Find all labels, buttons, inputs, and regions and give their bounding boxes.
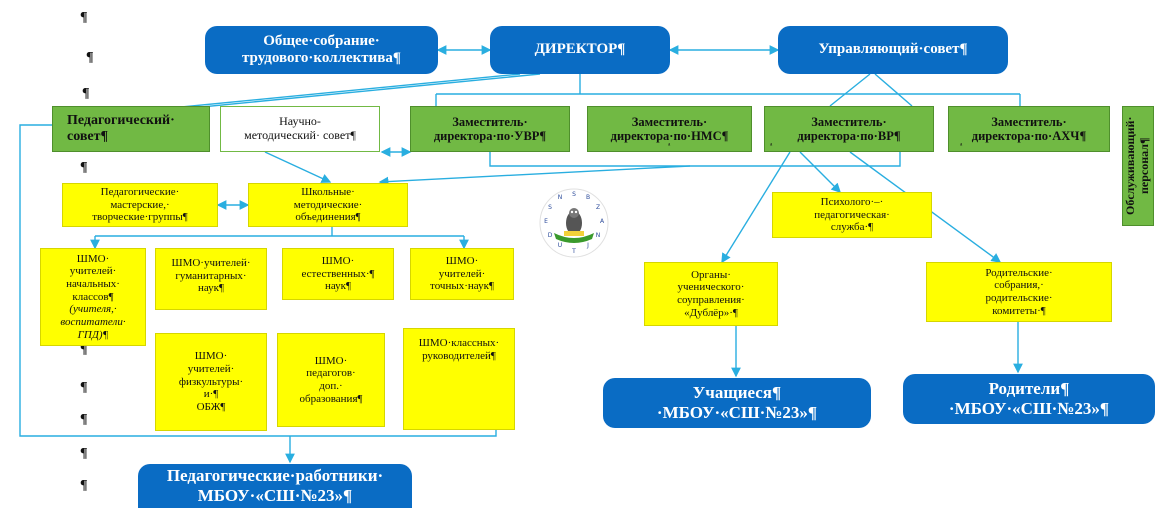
parents-box: Родители¶ ·МБОУ·«СШ·№23»¶ <box>903 374 1155 424</box>
managing-council-box: Управляющий·совет¶ <box>778 26 1008 74</box>
ped-council-box: Педагогический· совет¶ <box>52 106 210 152</box>
deputy-ahch-box: Заместитель· директора·по·АХЧ¶ <box>948 106 1110 152</box>
svg-text:S: S <box>548 204 552 211</box>
pilcrow-mark: ¶ <box>80 380 88 395</box>
pilcrow-mark: ¶ <box>80 160 88 175</box>
svg-text:E: E <box>544 218 548 225</box>
shmo-primary-note: (учителя,· воспитатели· ГПД)¶ <box>60 303 126 341</box>
deputy-nms-box: Заместитель· директора·по·НМС¶ <box>587 106 752 152</box>
pilcrow-mark: ¶ <box>80 478 88 493</box>
deputy-uvr-box: Заместитель· директора·по·УВР¶ <box>410 106 570 152</box>
shmo-extra-ed-box: ШМО· педагогов· доп.· образования¶ <box>277 333 385 427</box>
shmo-primary-label: ШМО· учителей· начальных· классов¶ <box>66 252 120 303</box>
pilcrow-mark: ¶ <box>80 412 88 427</box>
ped-workshops-box: Педагогические· мастерские,· творческие·… <box>62 183 218 227</box>
general-meeting-box: Общее·собрание· трудового·коллектива¶ <box>205 26 438 74</box>
small-mark: ᵃ <box>770 140 773 150</box>
svg-text:A: A <box>600 218 605 225</box>
pilcrow-mark: ¶ <box>86 50 94 65</box>
pilcrow-mark: ¶ <box>80 10 88 25</box>
svg-text:S: S <box>572 191 576 198</box>
deputy-vr-box: Заместитель· директора·по·ВР¶ <box>764 106 934 152</box>
pilcrow-mark: ¶ <box>82 86 90 101</box>
students-box: Учащиеся¶ ·МБОУ·«СШ·№23»¶ <box>603 378 871 428</box>
shmo-natural-box: ШМО· естественных·¶ наук¶ <box>282 248 394 300</box>
school-assoc-box: Школьные· методические· объединения¶ <box>248 183 408 227</box>
pilcrow-mark: ¶ <box>80 342 88 357</box>
svg-text:N: N <box>558 194 563 201</box>
student-gov-box: Органы· ученического· соуправления· «Дуб… <box>644 262 778 326</box>
psych-service-box: Психолого·–· педагогическая· служба·¶ <box>772 192 932 238</box>
small-mark: ᵃ <box>668 140 671 150</box>
pilcrow-mark: ¶ <box>80 446 88 461</box>
shmo-exact-box: ШМО· учителей· точных·наук¶ <box>410 248 514 300</box>
service-staff-box: Обслуживающий· персонал¶ <box>1122 106 1154 226</box>
shmo-class-leaders-box: ШМО·классных· руководителей¶ <box>403 328 515 430</box>
svg-text:B: B <box>586 194 590 201</box>
small-mark: ᵃ <box>960 140 963 150</box>
shmo-humanities-box: ШМО·учителей· гуманитарных· наук¶ <box>155 248 267 310</box>
svg-text:D: D <box>548 232 553 239</box>
parent-meetings-box: Родительские· собрания,· родительские· к… <box>926 262 1112 322</box>
svg-text:N: N <box>596 232 601 239</box>
nms-council-box: Научно- методический· совет¶ <box>220 106 380 152</box>
shmo-physed-box: ШМО· учителей· физкультуры· и·¶ ОБЖ¶ <box>155 333 267 431</box>
ped-staff-box: Педагогические·работники· МБОУ·«СШ·№23»¶ <box>138 464 412 508</box>
svg-text:T: T <box>571 248 576 255</box>
director-box: ДИРЕКТОР¶ <box>490 26 670 74</box>
svg-text:Z: Z <box>596 204 600 211</box>
shmo-primary-box: ШМО· учителей· начальных· классов¶ (учит… <box>40 248 146 346</box>
svg-text:J: J <box>586 242 589 249</box>
svg-text:U: U <box>558 242 562 249</box>
